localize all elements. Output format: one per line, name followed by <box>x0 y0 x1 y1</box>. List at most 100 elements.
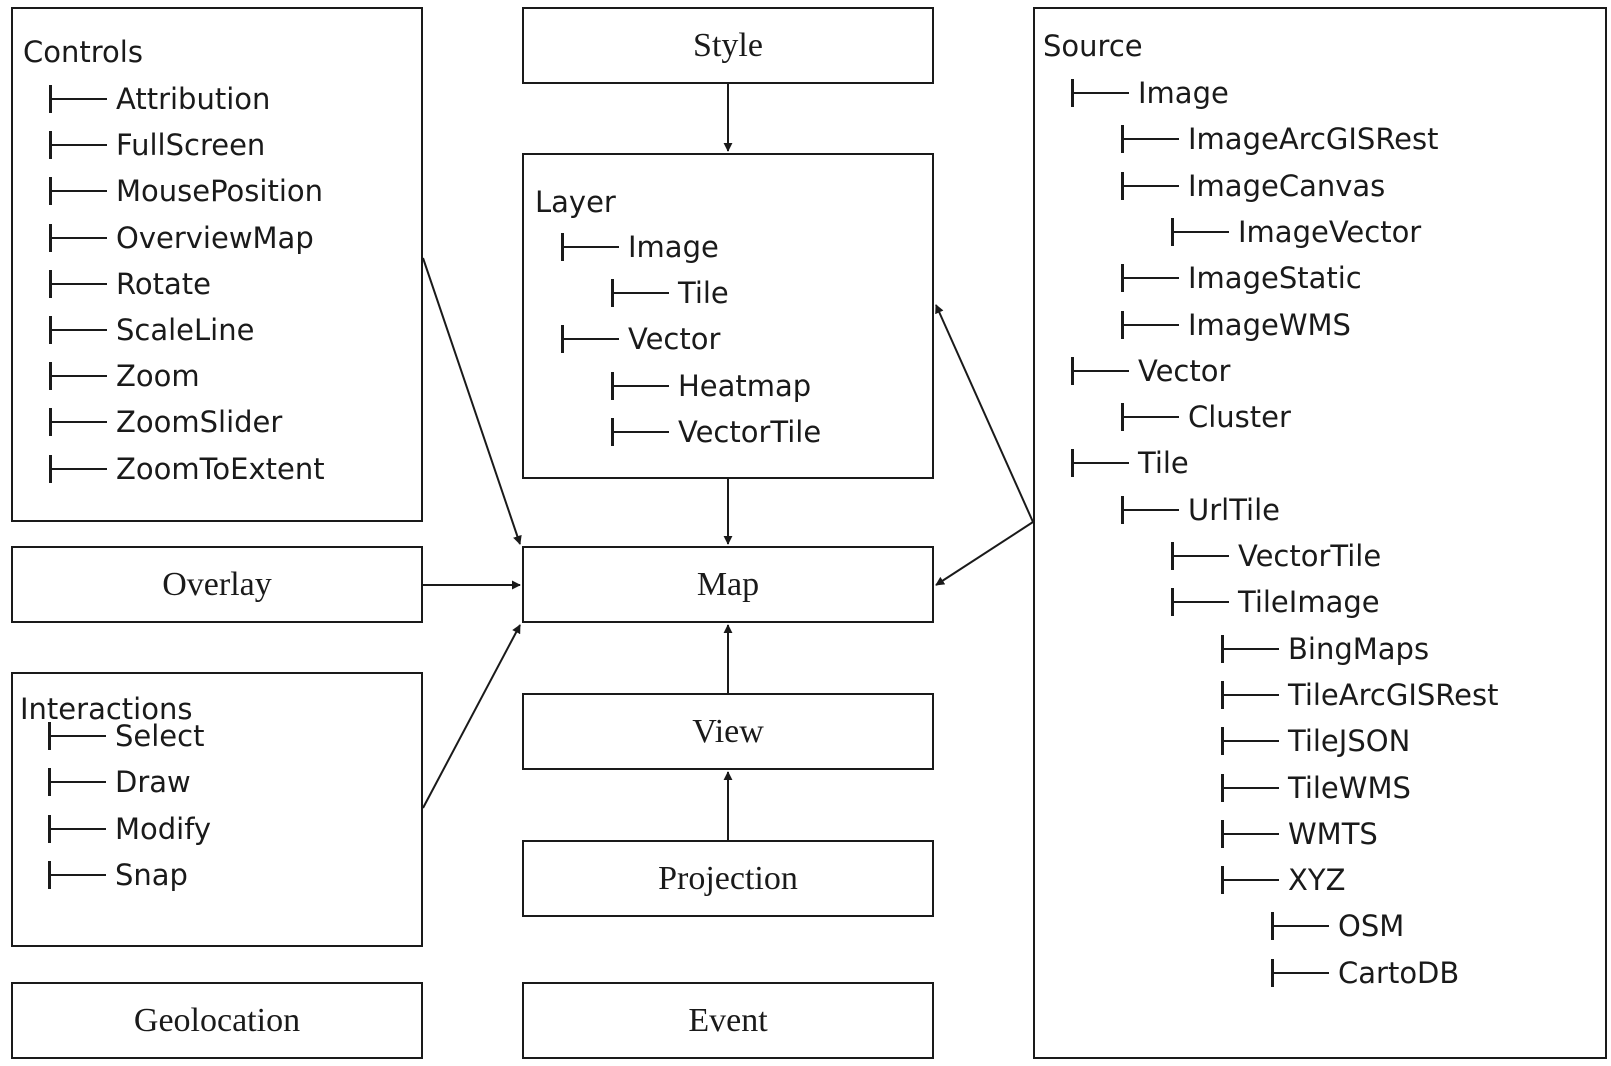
controls-item-label: Attribution <box>116 82 271 116</box>
source-item: XYZ <box>1221 860 1345 900</box>
tree-connector-icon <box>1121 492 1179 528</box>
controls-item: ZoomSlider <box>49 402 282 442</box>
style-box: Style <box>522 7 934 84</box>
source-item-label: ImageStatic <box>1188 261 1362 296</box>
source-item: TileWMS <box>1221 768 1411 808</box>
style-label: Style <box>693 26 763 64</box>
tree-connector-icon <box>49 312 107 348</box>
source-item-label: TileArcGISRest <box>1288 677 1499 712</box>
map-box: Map <box>522 546 934 623</box>
view-box: View <box>522 693 934 770</box>
controls-item-label: ZoomSlider <box>116 405 283 440</box>
source-item: ImageStatic <box>1121 258 1362 298</box>
controls-item: Attribution <box>49 79 270 119</box>
layer-item-label: Tile <box>678 276 729 311</box>
tree-connector-icon <box>49 127 107 163</box>
tree-connector-icon <box>611 414 669 450</box>
source-item: Vector <box>1071 351 1230 391</box>
interactions-item-label: Modify <box>115 811 212 846</box>
controls-item: ScaleLine <box>49 310 254 350</box>
tree-connector-icon <box>1221 723 1279 759</box>
tree-connector-icon <box>611 368 669 404</box>
tree-connector-icon <box>49 451 107 487</box>
interactions-item: Draw <box>48 762 191 802</box>
tree-connector-icon <box>561 321 619 357</box>
interactions-item-label: Draw <box>115 765 191 800</box>
tree-connector-icon <box>1071 445 1129 481</box>
tree-connector-icon <box>49 220 107 256</box>
layer-item-label: Vector <box>628 322 721 357</box>
controls-item-label: ZoomToExtent <box>116 451 325 486</box>
tree-connector-icon <box>49 266 107 302</box>
tree-connector-icon <box>48 764 106 800</box>
tree-connector-icon <box>49 358 107 394</box>
tree-connector-icon <box>1171 538 1229 574</box>
interactions-item: Select <box>48 716 204 756</box>
controls-item: Rotate <box>49 264 211 304</box>
controls-item: OverviewMap <box>49 218 314 258</box>
source-item: VectorTile <box>1171 536 1381 576</box>
tree-connector-icon <box>1121 168 1179 204</box>
source-item-label: TileWMS <box>1288 770 1411 805</box>
controls-item-label: Zoom <box>116 359 200 394</box>
source-item-label: WMTS <box>1288 816 1378 851</box>
source-item-label: VectorTile <box>1238 539 1382 573</box>
source-item-label: ImageArcGISRest <box>1188 122 1439 157</box>
tree-connector-icon <box>1121 260 1179 296</box>
tree-connector-icon <box>1121 121 1179 157</box>
interactions-item-label: Snap <box>115 857 188 892</box>
controls-item-label: FullScreen <box>116 128 266 163</box>
source-item: OSM <box>1271 906 1404 946</box>
tree-connector-icon <box>1271 955 1329 991</box>
source-item-label: UrlTile <box>1188 492 1280 527</box>
source-item: Tile <box>1071 443 1189 483</box>
source-item: CartoDB <box>1271 953 1459 993</box>
source-item: TileImage <box>1171 582 1380 622</box>
tree-connector-icon <box>1221 816 1279 852</box>
layer-item: Heatmap <box>611 366 811 406</box>
tree-connector-icon <box>1271 908 1329 944</box>
source-item-label: Tile <box>1138 446 1189 481</box>
geolocation-box: Geolocation <box>11 982 423 1059</box>
layer-item-label: Image <box>628 230 719 264</box>
tree-connector-icon <box>1221 770 1279 806</box>
layer-item: VectorTile <box>611 412 821 452</box>
overlay-box: Overlay <box>11 546 423 623</box>
source-item: Cluster <box>1121 397 1291 437</box>
source-item: ImageCanvas <box>1121 166 1385 206</box>
controls-item: MousePosition <box>49 171 323 211</box>
source-item-label: XYZ <box>1288 863 1346 898</box>
source-item-label: OSM <box>1338 909 1405 944</box>
arrow-controls-to-map <box>422 257 522 545</box>
tree-connector-icon <box>49 404 107 440</box>
tree-connector-icon <box>48 811 106 847</box>
source-item: TileJSON <box>1221 721 1410 761</box>
source-item-label: Vector <box>1138 353 1231 388</box>
source-item-label: Cluster <box>1188 400 1291 435</box>
tree-connector-icon <box>49 81 107 117</box>
source-item: BingMaps <box>1221 629 1429 669</box>
tree-connector-icon <box>1071 353 1129 389</box>
controls-item-label: ScaleLine <box>116 313 255 347</box>
tree-connector-icon <box>1221 862 1279 898</box>
layer-item: Image <box>561 227 719 267</box>
tree-connector-icon <box>1221 631 1279 667</box>
source-item-label: ImageCanvas <box>1188 168 1386 203</box>
source-item: ImageArcGISRest <box>1121 119 1439 159</box>
geolocation-label: Geolocation <box>133 1001 301 1039</box>
interactions-item: Snap <box>48 855 188 895</box>
source-item: ImageVector <box>1171 212 1421 252</box>
source-item: Image <box>1071 73 1229 113</box>
source-item-label: ImageVector <box>1238 214 1422 249</box>
controls-item: ZoomToExtent <box>49 449 325 489</box>
tree-connector-icon <box>611 275 669 311</box>
layer-title: Layer <box>535 185 616 219</box>
controls-item-label: Rotate <box>116 266 211 301</box>
layer-item: Tile <box>611 273 729 313</box>
source-item-label: CartoDB <box>1338 955 1460 990</box>
tree-connector-icon <box>48 718 106 754</box>
source-item-label: TileJSON <box>1288 724 1411 759</box>
